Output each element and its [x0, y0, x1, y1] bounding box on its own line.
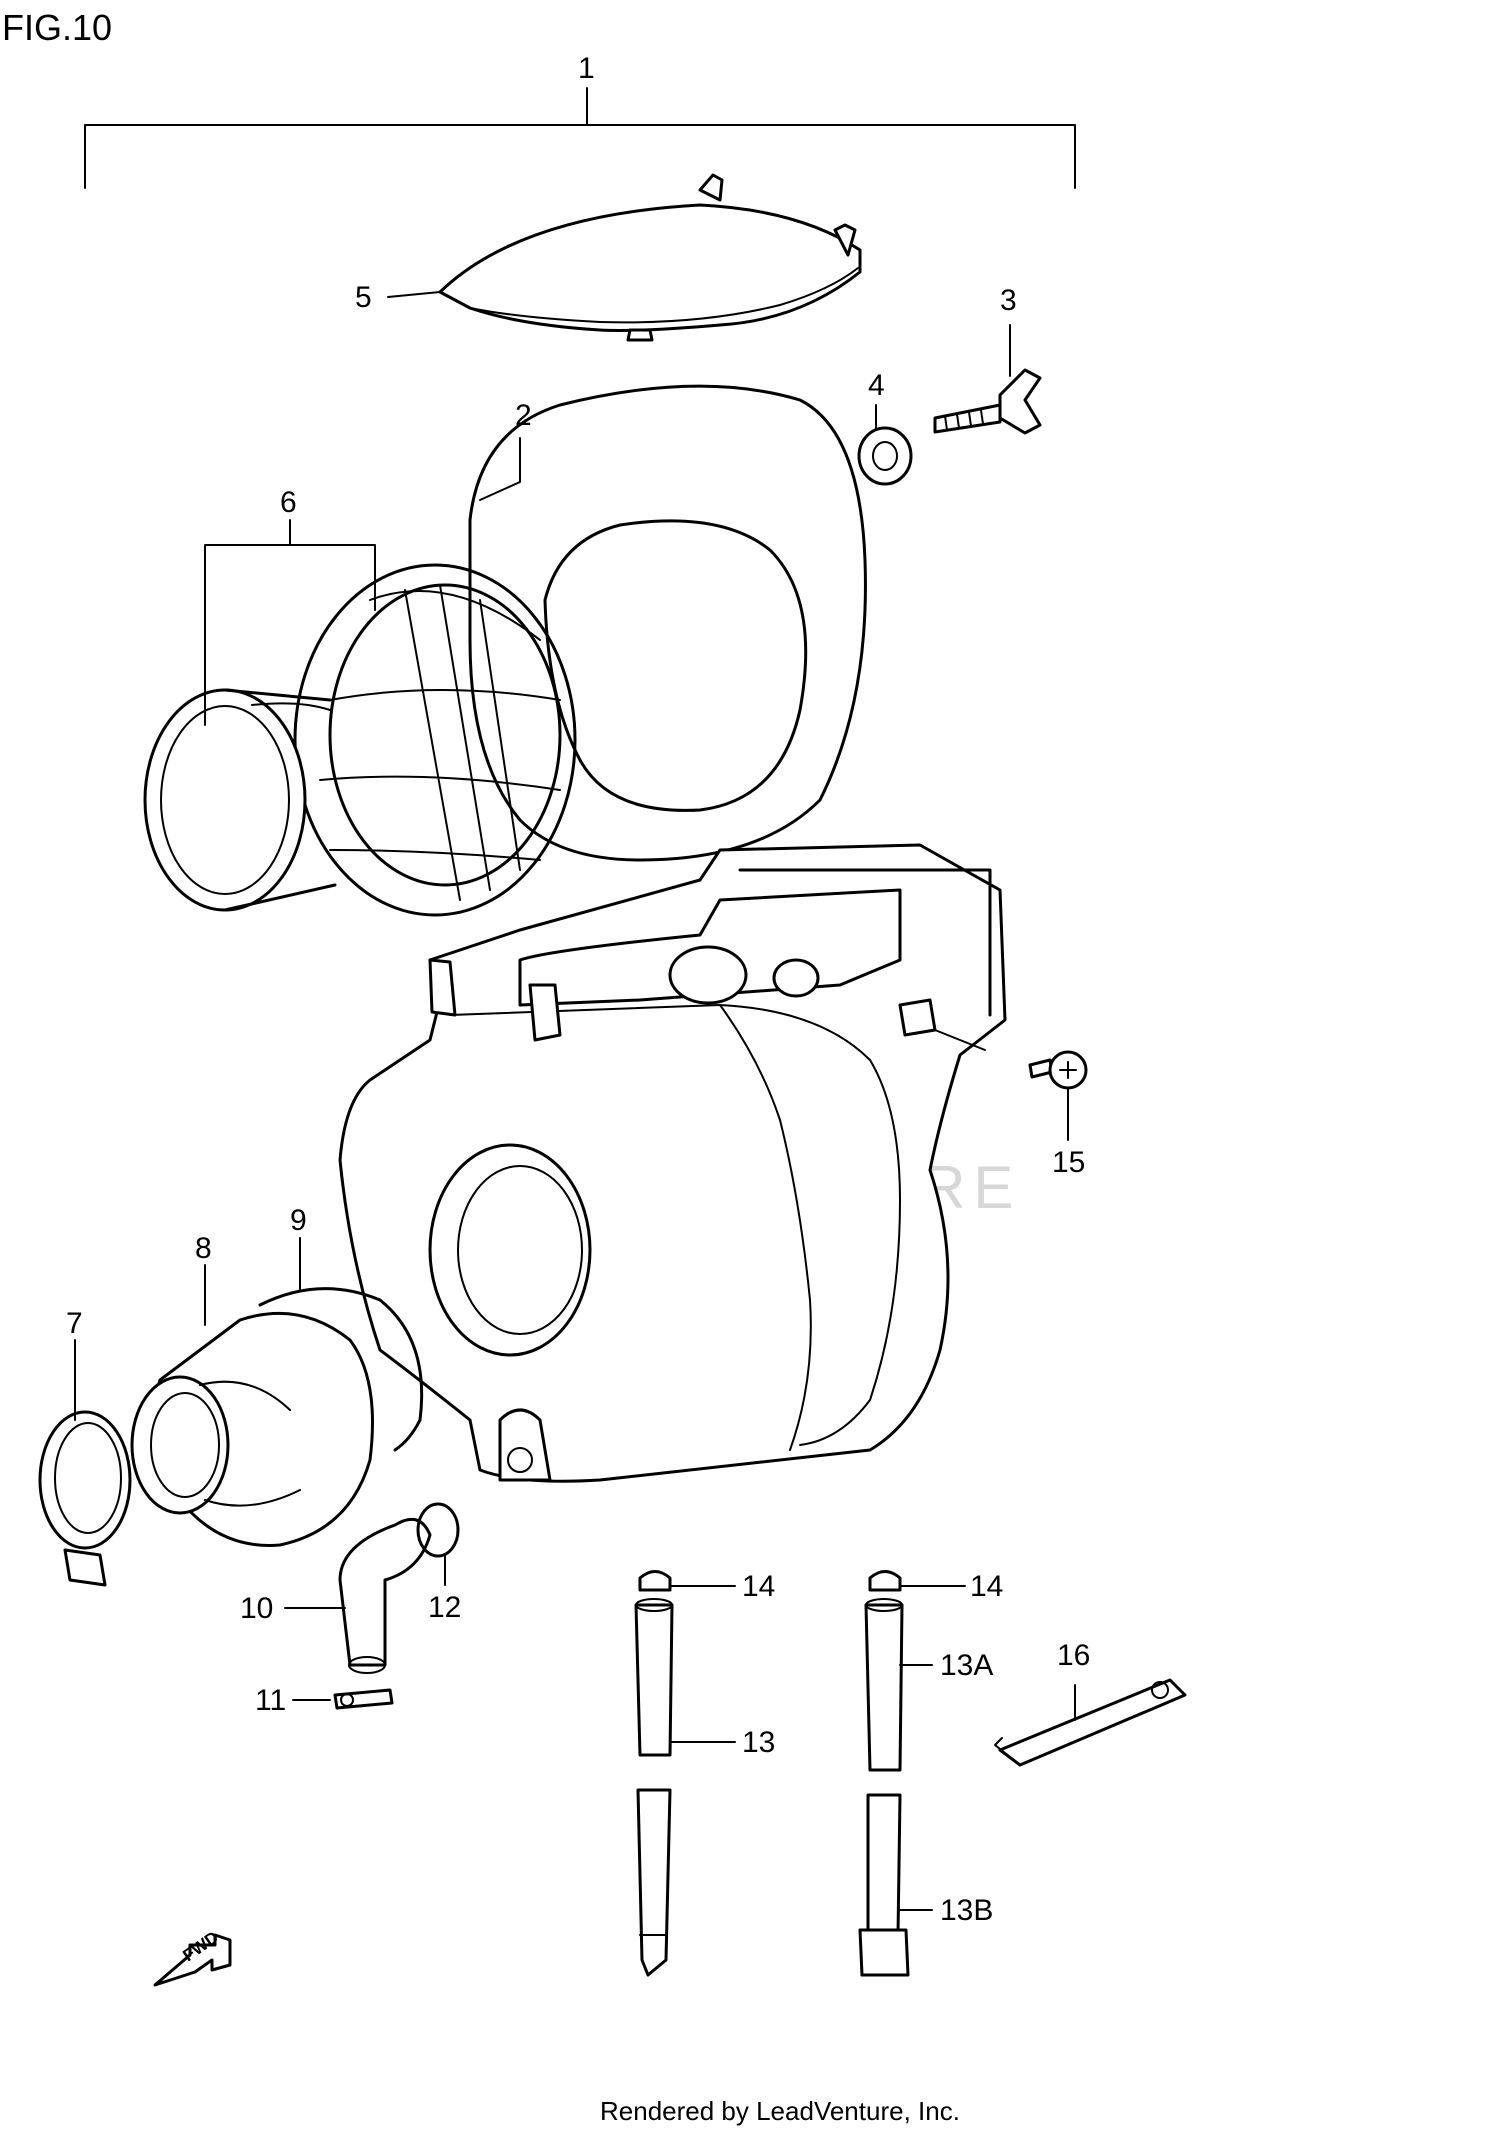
callout-8: 8 [195, 1232, 212, 1265]
callout-10: 10 [240, 1592, 273, 1625]
figure-title: FIG.10 [2, 7, 112, 48]
callouts: 1 2 3 4 5 6 7 8 9 10 11 12 13 13A 13B 14… [66, 52, 1090, 1927]
callout-7: 7 [66, 1307, 83, 1340]
callout-14-left: 14 [742, 1570, 775, 1603]
callout-5: 5 [355, 281, 372, 314]
callout-6: 6 [280, 486, 297, 519]
clamp-part-7 [38, 1410, 132, 1587]
callout-16: 16 [1057, 1639, 1090, 1672]
drain-tube-part-13a [864, 1598, 904, 1772]
callout-13: 13 [742, 1726, 775, 1759]
callout-13b: 13B [940, 1894, 993, 1927]
callout-9: 9 [290, 1204, 307, 1237]
leader-lines [74, 291, 1076, 1911]
wing-bolt-part-3 [933, 368, 1042, 435]
callout-4: 4 [868, 369, 885, 402]
hose-clamp-part-12 [416, 1502, 460, 1558]
grommet-part-4 [857, 426, 913, 486]
drain-hose-part-10 [338, 1517, 432, 1674]
o-ring-part-9 [258, 1287, 424, 1452]
clip-part-11 [333, 1688, 394, 1710]
air-cleaner-case [338, 843, 1007, 1483]
cap-part-14-left [638, 1570, 672, 1592]
callout-15: 15 [1052, 1146, 1085, 1179]
intake-boot-part-8 [130, 1311, 374, 1547]
cover-plate-part-5 [438, 173, 862, 342]
drain-tube-part-13 [634, 1598, 674, 1977]
forward-arrow-icon: FWD [153, 1928, 232, 1987]
filter-cage-part-6 [143, 563, 577, 917]
callout-13a: 13A [940, 1649, 993, 1682]
cap-part-14-right [868, 1570, 902, 1592]
callout-3: 3 [1000, 284, 1017, 317]
screw-part-15 [1028, 1050, 1088, 1090]
bracket-part-16 [994, 1678, 1187, 1767]
callout-12: 12 [428, 1591, 461, 1624]
callout-11: 11 [255, 1684, 286, 1717]
drain-tube-part-13b [858, 1793, 910, 1977]
callout-2: 2 [515, 399, 532, 432]
callout-14-right: 14 [970, 1570, 1003, 1603]
callout-1: 1 [578, 52, 595, 85]
filter-element-part-2 [468, 384, 867, 862]
assembly-bracket [84, 87, 1076, 189]
footer-credit: Rendered by LeadVenture, Inc. [600, 2096, 960, 2126]
